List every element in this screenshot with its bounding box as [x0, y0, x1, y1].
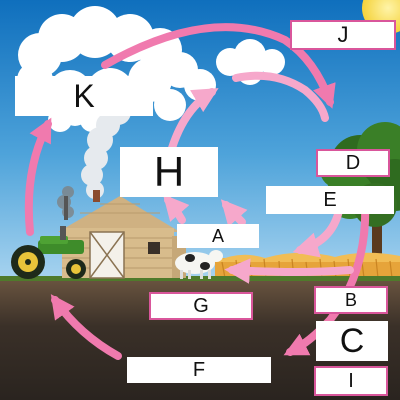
arrow-f-to-left: [50, 294, 122, 360]
label-e: E: [266, 186, 394, 214]
arrow-inner-top: [232, 71, 329, 122]
label-h: H: [120, 147, 218, 197]
label-b: B: [314, 286, 388, 314]
arrow-inner-up: [168, 88, 219, 152]
label-d: D: [316, 149, 390, 177]
label-a: A: [177, 224, 259, 248]
label-i: I: [314, 366, 388, 396]
arrow-to-field: [224, 258, 354, 284]
cow-icon: [175, 250, 223, 279]
arrow-to-k: [24, 117, 52, 236]
label-f: F: [127, 357, 271, 383]
label-c: C: [316, 321, 388, 361]
cloud-icon: [216, 39, 285, 85]
arrow-k-to-d: [101, 23, 336, 109]
label-g: G: [149, 292, 253, 320]
label-k: K: [15, 76, 153, 116]
tractor-icon: [11, 196, 86, 279]
arrow-a-up: [220, 199, 248, 227]
arrow-to-h: [162, 194, 190, 224]
label-j: J: [290, 20, 396, 50]
